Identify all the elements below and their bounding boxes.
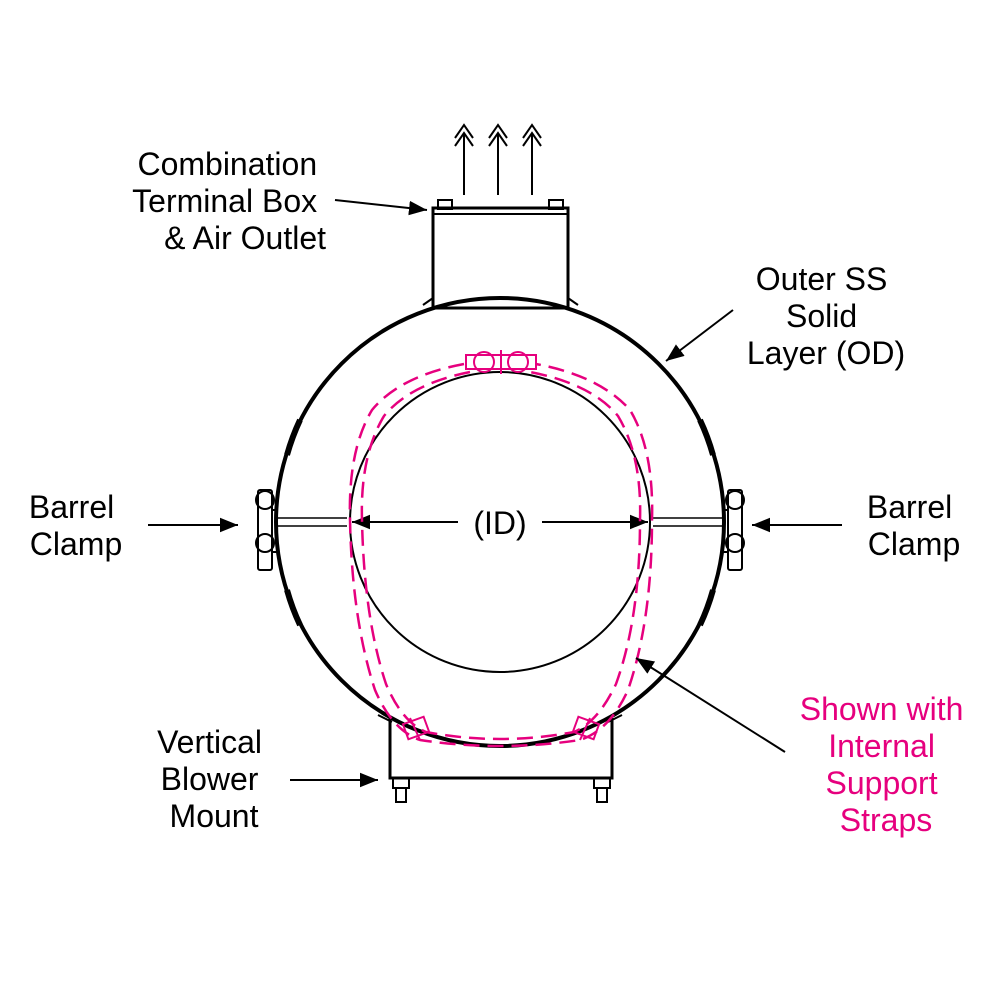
bottom-right-strap-fastener [571, 715, 601, 741]
barrel-clamp-left-label: Barrel Clamp [29, 489, 123, 562]
id-label: (ID) [473, 505, 526, 541]
split-seam [276, 517, 724, 527]
id-dimension: (ID) [352, 505, 648, 541]
vertical-blower-mount [377, 714, 623, 803]
straps-leader [635, 657, 786, 753]
barrel-clamp-right-label: Barrel Clamp [867, 489, 961, 562]
barrel-clamp-left [255, 489, 278, 571]
terminal-box-leader [334, 199, 428, 216]
terminal-box-label: Combination Terminal Box & Air Outlet [132, 146, 326, 256]
barrel-clamp-right [722, 489, 745, 571]
outer-layer-label: Outer SS Solid Layer (OD) [747, 261, 905, 371]
air-outlet-arrows [454, 123, 542, 195]
outer-layer-leader [665, 309, 734, 362]
top-strap-buckle [465, 350, 537, 374]
internal-support-straps [348, 350, 654, 748]
blower-mount-label: Vertical Blower Mount [157, 724, 271, 834]
terminal-box [422, 199, 579, 310]
leader-arrows [148, 199, 842, 788]
bottom-left-strap-fastener [401, 715, 431, 741]
support-straps-label: Shown with Internal Support Straps [800, 691, 973, 838]
